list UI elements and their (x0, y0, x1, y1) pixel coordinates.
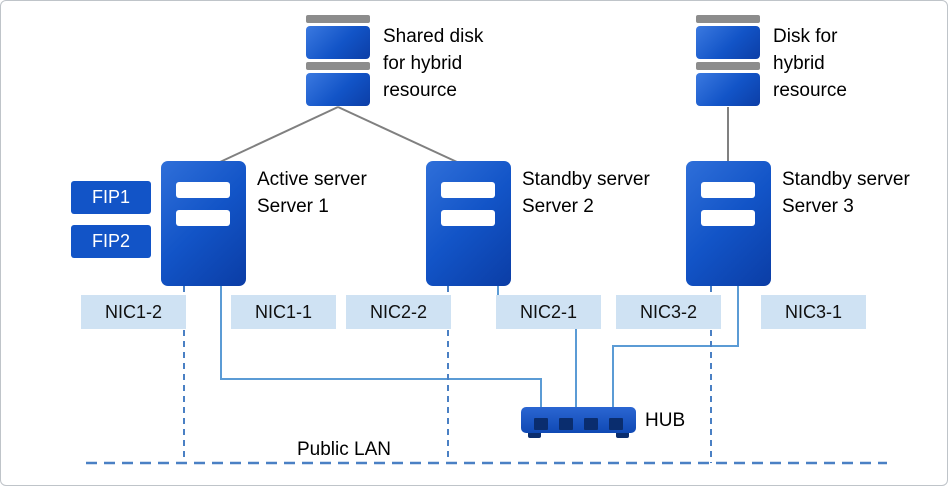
shared-disk-icon (306, 15, 370, 109)
nic2-2-label: NIC2-2 (346, 295, 451, 329)
server2-label: Standby server Server 2 (522, 166, 650, 220)
disk-body (696, 26, 760, 59)
nic3-1-label: NIC3-1 (761, 295, 866, 329)
server3-label: Standby server Server 3 (782, 166, 910, 220)
label-line: resource (773, 80, 847, 101)
server1-icon (161, 161, 246, 286)
shared-disk-to-server2-line (337, 106, 458, 163)
hybrid-disk-label: Disk for hybrid resource (773, 23, 847, 104)
server1-interconnect-line (220, 286, 542, 412)
label-line: hybrid (773, 53, 825, 74)
disk-body (306, 26, 370, 59)
server-slot (441, 182, 495, 198)
hub-label: HUB (645, 410, 686, 431)
hub-icon (521, 407, 636, 438)
server-slot (701, 210, 755, 226)
public-lan-label: Public LAN (297, 439, 391, 460)
server-slot (176, 182, 230, 198)
server-slot (701, 182, 755, 198)
disk-cap (696, 62, 760, 70)
hub-port (584, 418, 598, 430)
nic2-1-label: NIC2-1 (496, 295, 601, 329)
label-line: resource (383, 80, 457, 101)
hub-port (534, 418, 548, 430)
server2-icon (426, 161, 511, 286)
disk-body (696, 73, 760, 106)
hub-port (559, 418, 573, 430)
nic1-2-label: NIC1-2 (81, 295, 186, 329)
label-line: Standby server (782, 169, 910, 190)
server1-label: Active server Server 1 (257, 166, 367, 220)
disk-cap (696, 15, 760, 23)
disk-cap (306, 62, 370, 70)
disk-cap (306, 15, 370, 23)
shared-disk-label: Shared disk for hybrid resource (383, 23, 483, 104)
server3-icon (686, 161, 771, 286)
hub-foot (528, 433, 541, 438)
server-slot (441, 210, 495, 226)
label-line: for hybrid (383, 53, 463, 74)
nic1-1-label: NIC1-1 (231, 295, 336, 329)
fip2-badge: FIP2 (71, 225, 151, 258)
fip1-badge: FIP1 (71, 181, 151, 214)
server3-interconnect-line (612, 286, 739, 412)
disk-body (306, 73, 370, 106)
server-slot (176, 210, 230, 226)
label-line: Active server (257, 169, 367, 190)
label-line: Server 1 (257, 196, 329, 217)
nic3-2-label: NIC3-2 (616, 295, 721, 329)
hub-port (609, 418, 623, 430)
label-line: Disk for (773, 26, 838, 47)
hub-foot (616, 433, 629, 438)
shared-disk-to-server1-line (219, 106, 339, 163)
hybrid-disk-icon (696, 15, 760, 109)
label-line: Shared disk (383, 26, 484, 47)
hub-ports (534, 418, 623, 430)
label-line: Standby server (522, 169, 650, 190)
label-line: Server 3 (782, 196, 854, 217)
label-line: Server 2 (522, 196, 594, 217)
